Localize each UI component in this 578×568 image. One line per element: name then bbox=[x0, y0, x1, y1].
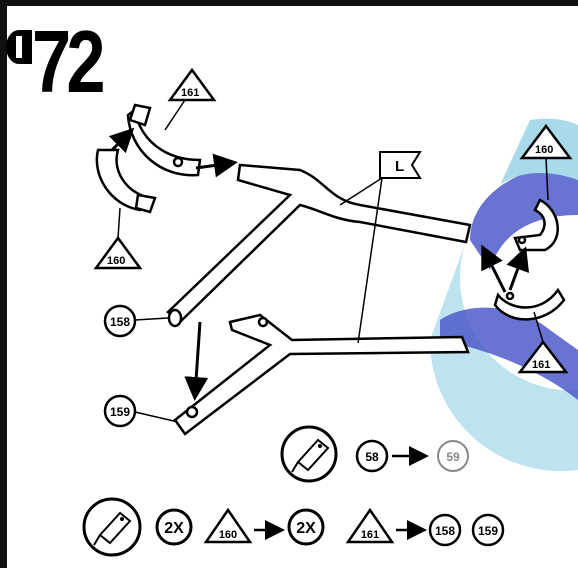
eq-bottom-part-1: 160 bbox=[219, 529, 237, 541]
triangle-161-top bbox=[165, 70, 214, 130]
label-160-right: 160 bbox=[535, 144, 553, 156]
label-161-right: 161 bbox=[532, 359, 550, 371]
eq-bottom-part-2: 161 bbox=[361, 529, 379, 541]
label-158: 158 bbox=[110, 315, 130, 329]
eq-top-to: 59 bbox=[446, 450, 460, 464]
eq-bottom-result-2: 159 bbox=[478, 524, 498, 538]
flag-icon bbox=[340, 152, 420, 343]
glue-icon-top bbox=[282, 427, 336, 481]
label-160-left: 160 bbox=[107, 255, 125, 267]
eq-bottom-qty-2: 2X bbox=[296, 520, 316, 537]
label-161-top: 161 bbox=[181, 87, 199, 99]
frame-part-159 bbox=[175, 315, 468, 434]
flag-label: L bbox=[395, 158, 404, 175]
eq-bottom-qty-1: 2X bbox=[164, 520, 184, 537]
eq-top-from: 58 bbox=[365, 450, 379, 464]
eq-bottom-result-1: 158 bbox=[435, 524, 455, 538]
label-159: 159 bbox=[110, 405, 130, 419]
tube-part-158 bbox=[168, 165, 470, 326]
clamp-part-160 bbox=[97, 150, 155, 212]
glue-icon-bottom bbox=[84, 499, 140, 555]
clamp-part-161 bbox=[128, 105, 200, 175]
